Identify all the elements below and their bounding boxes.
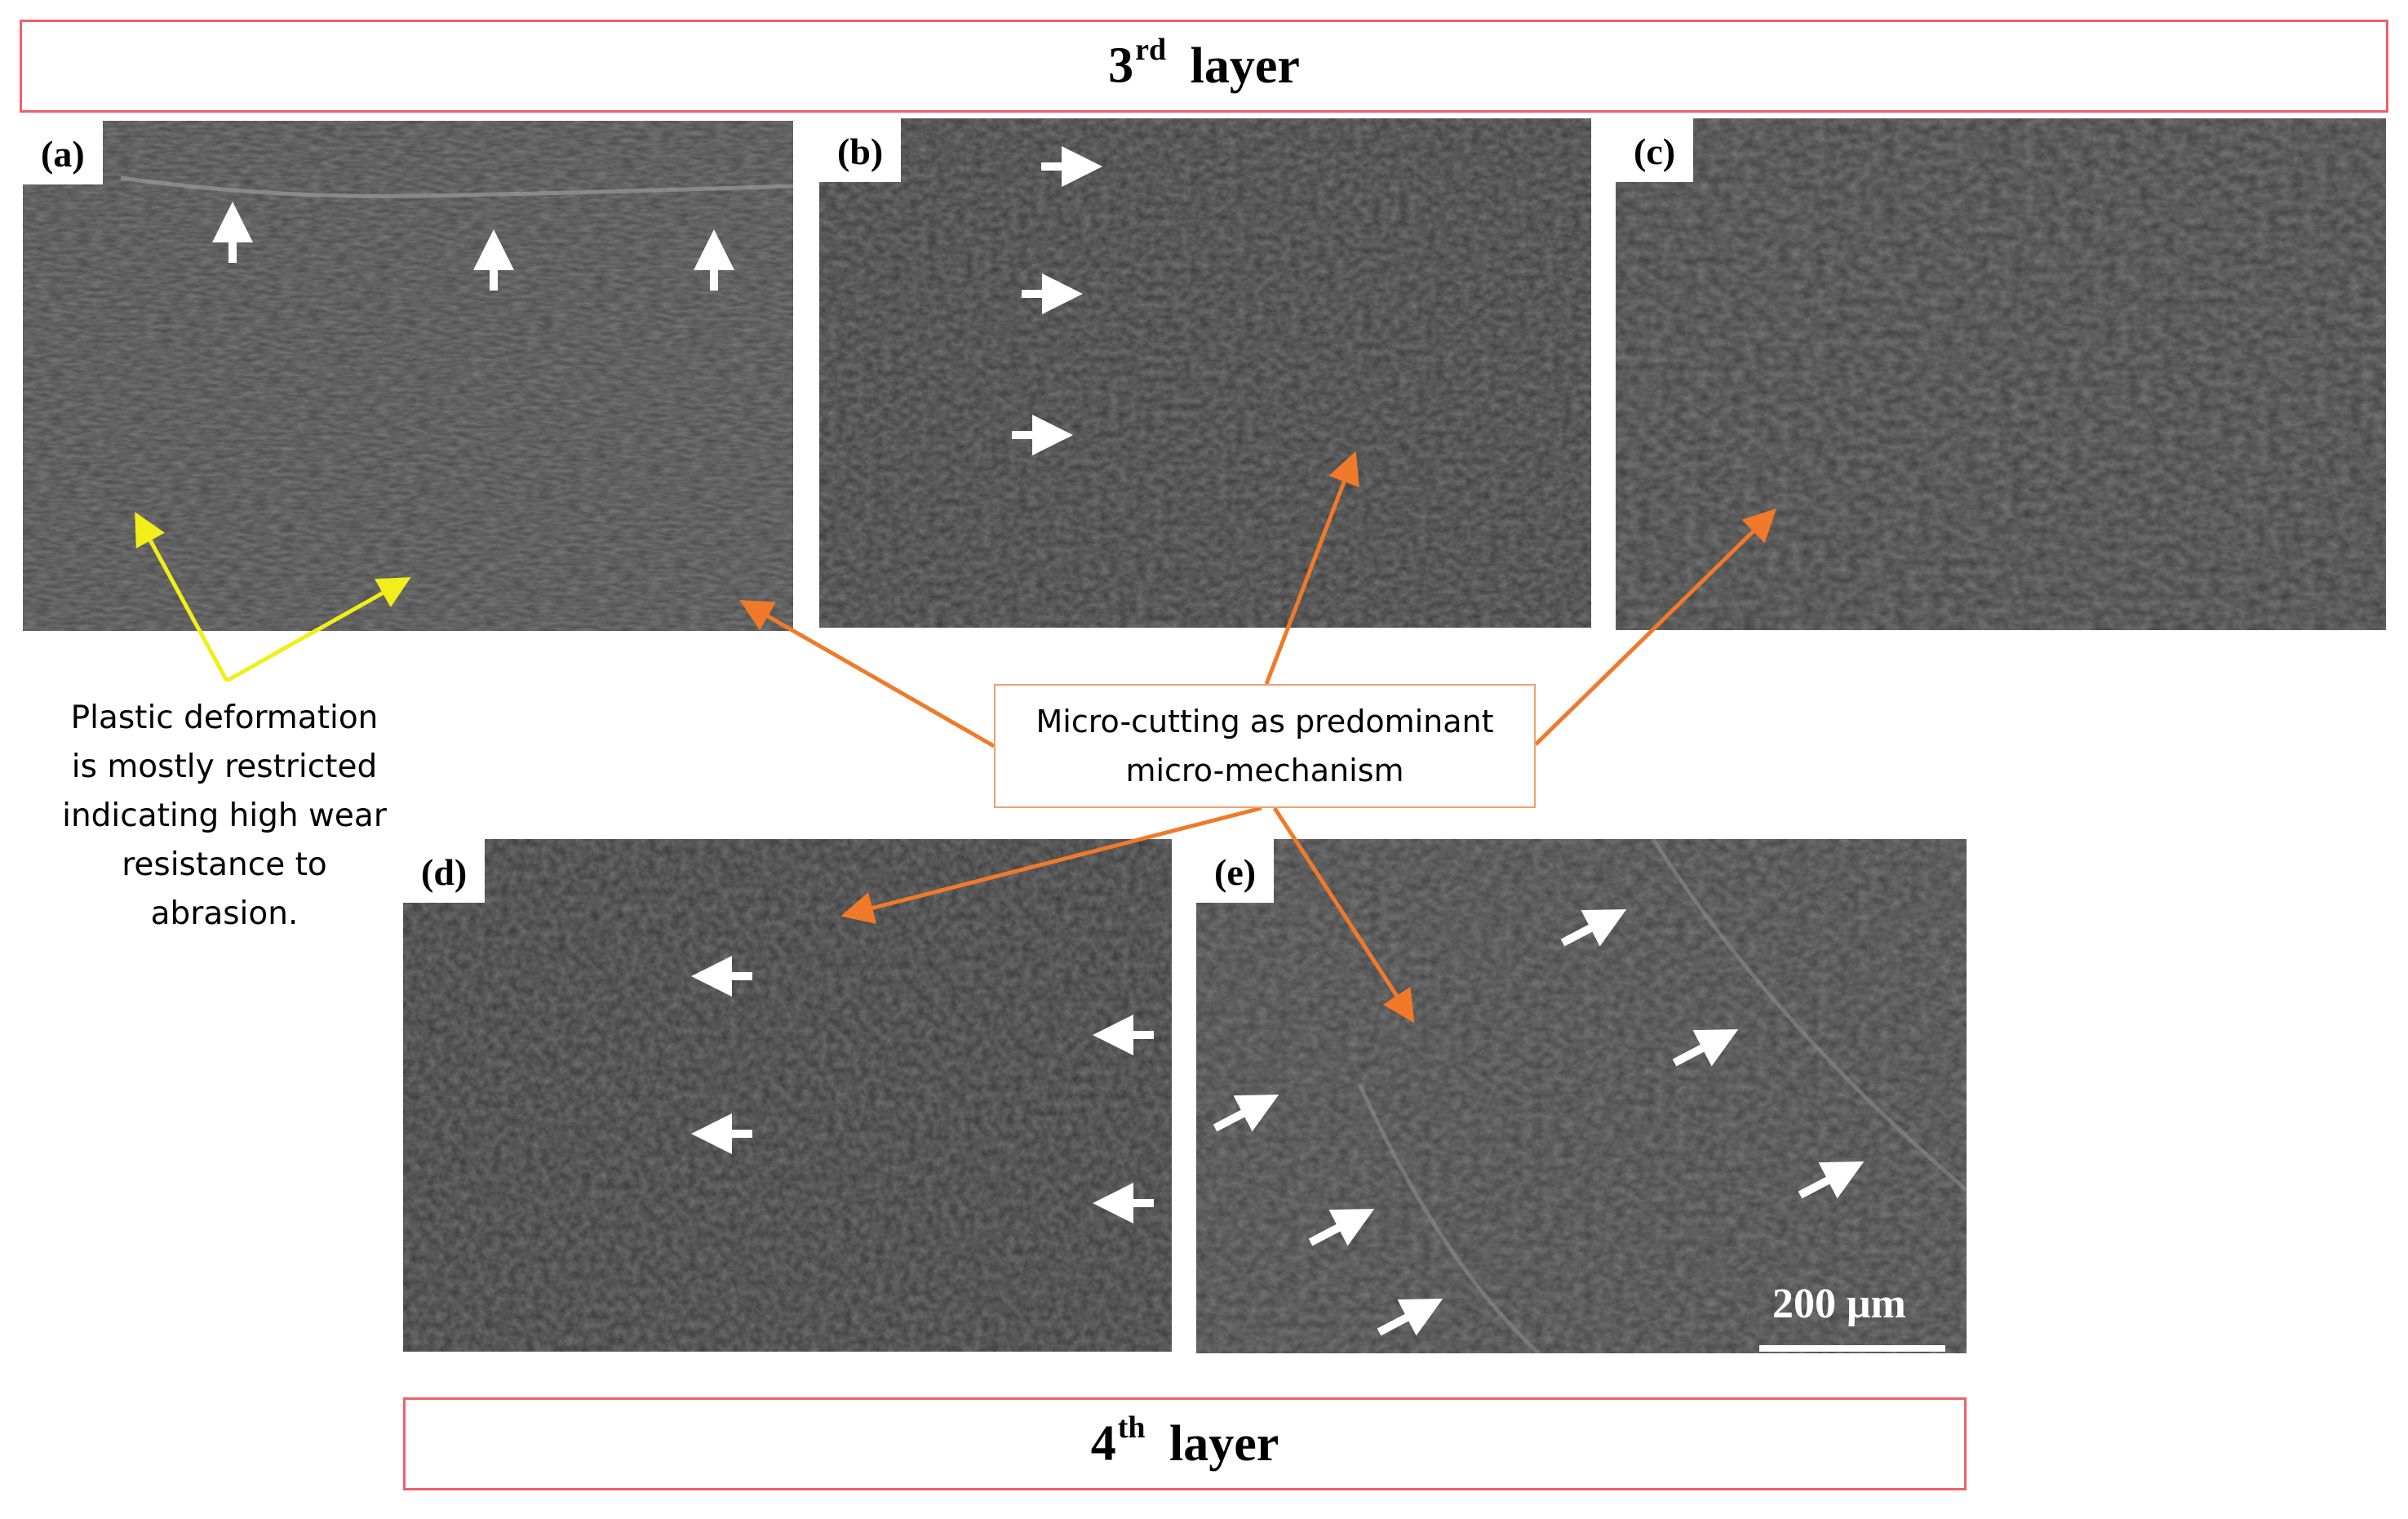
plastic-deformation-note: Plastic deformation is mostly restricted…	[62, 700, 387, 932]
scale-bar	[1759, 1345, 1945, 1352]
scale-bar-label: 200 μm	[1772, 1281, 1906, 1327]
micro-cutting-callout: Micro-cutting as predominant micro-mecha…	[994, 684, 1536, 808]
sem-texture	[819, 118, 1591, 628]
sem-image-c: (c)	[1616, 118, 2386, 630]
sem-texture	[1196, 839, 1967, 1353]
bottom-layer-title: 4th layer	[1090, 1410, 1279, 1472]
panel-label-c: (c)	[1616, 118, 1694, 182]
top-layer-title-box: 3rd layer	[20, 20, 2388, 113]
panel-label-e: (e)	[1196, 839, 1275, 903]
sem-image-b: (b)	[819, 118, 1591, 628]
sem-image-a: (a)	[23, 121, 793, 631]
bottom-layer-title-box: 4th layer	[403, 1397, 1967, 1490]
sem-image-e: (e)	[1196, 839, 1967, 1353]
panel-label-a: (a)	[23, 121, 103, 184]
sem-texture	[1616, 118, 2386, 630]
sem-texture	[403, 839, 1172, 1352]
sem-texture	[23, 121, 793, 631]
panel-label-d: (d)	[403, 839, 486, 903]
top-layer-title: 3rd layer	[1108, 33, 1300, 94]
sem-image-d: (d)	[403, 839, 1172, 1352]
panel-label-b: (b)	[819, 118, 902, 182]
